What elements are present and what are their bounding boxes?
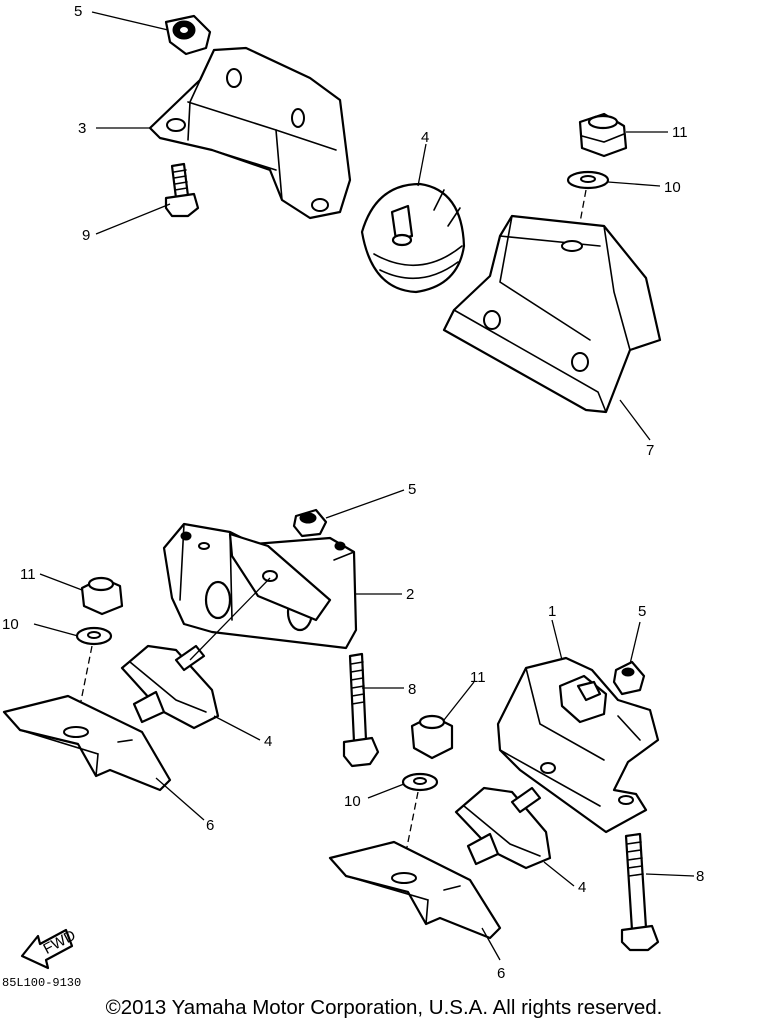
callout-6: 6: [497, 965, 505, 982]
part-10-washer-top: [566, 170, 610, 190]
part-11-nut-top: [578, 112, 628, 158]
part-3-upper-bracket: [148, 46, 352, 220]
callout-11: 11: [470, 669, 486, 686]
callout-4: 4: [578, 879, 586, 896]
callout-10: 10: [664, 179, 681, 196]
callout-8: 8: [696, 868, 704, 885]
callout-4: 4: [264, 733, 272, 750]
copyright-notice: ©2013 Yamaha Motor Corporation, U.S.A. A…: [105, 996, 663, 1019]
part-5-collar-top: [164, 14, 212, 56]
part-10-washer-left: [75, 626, 113, 646]
part-5-collar-mid: [292, 508, 328, 538]
callout-7: 7: [646, 442, 654, 459]
callout-5: 5: [408, 481, 416, 498]
callout-numbers: 5 3 9 4 11 10 7 5 2 11 10 8 4 6 1 5 11 1…: [2, 3, 704, 982]
callout-9: 9: [82, 227, 90, 244]
fwd-arrow-icon: FWD: [20, 927, 79, 970]
callout-10: 10: [2, 616, 19, 633]
part-11-nut-right: [410, 714, 454, 760]
part-4-rubber-mount-right: [454, 786, 552, 870]
leader-lines: [33, 11, 695, 961]
part-8-long-bolt-mid: [342, 652, 380, 768]
callout-4: 4: [421, 129, 429, 146]
callout-5: 5: [638, 603, 646, 620]
part-5-collar-right: [612, 660, 646, 696]
part-2-plate-bracket: [162, 522, 358, 650]
assembly-line-left: [79, 645, 93, 707]
part-11-nut-left: [80, 576, 124, 616]
part-4-rubber-mount-left: [120, 644, 220, 730]
part-1-mount-bracket: [496, 656, 660, 834]
part-6-stay-left: [2, 694, 172, 792]
callout-1: 1: [548, 603, 556, 620]
part-7-cradle-bracket: [442, 214, 662, 414]
part-4-rubber-mount-top: [360, 182, 466, 294]
part-10-washer-right: [401, 772, 439, 792]
callout-11: 11: [20, 566, 36, 583]
callout-5: 5: [74, 3, 82, 20]
part-9-bolt: [164, 162, 200, 218]
drawing-code: 85L100-9130: [2, 976, 81, 990]
callout-2: 2: [406, 586, 414, 603]
part-8-long-bolt-right: [620, 832, 660, 952]
callout-6: 6: [206, 817, 214, 834]
callout-3: 3: [78, 120, 86, 137]
callout-8: 8: [408, 681, 416, 698]
callout-10: 10: [344, 793, 361, 810]
callout-11: 11: [672, 124, 688, 141]
part-6-stay-right: [328, 840, 502, 940]
